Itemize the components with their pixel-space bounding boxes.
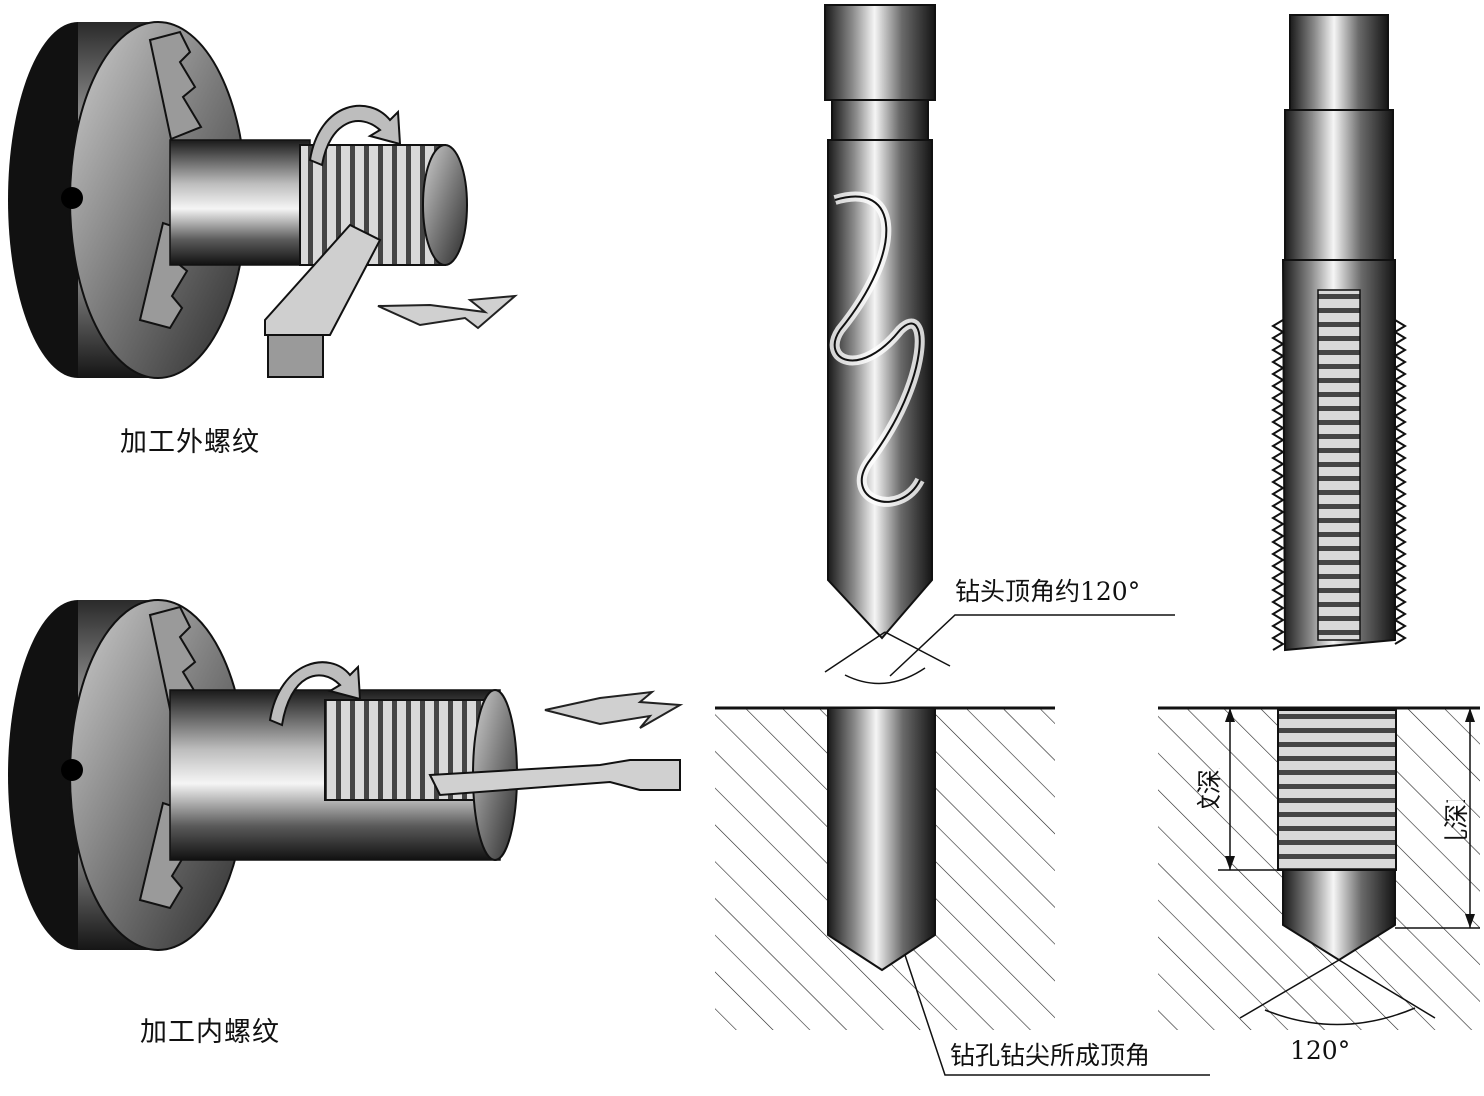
- tap-flute-threads: [1317, 289, 1361, 641]
- arrow-head: [1465, 914, 1475, 928]
- tapped-hole-section: [1158, 706, 1480, 1030]
- arrow-head: [1225, 856, 1235, 870]
- tap-teeth-right: [1393, 319, 1407, 645]
- rotation-arrow-icon: [268, 661, 362, 727]
- rotation-arrow-icon: [308, 104, 402, 167]
- label-hole-depth: 孔深H: [1442, 800, 1471, 840]
- angle-arc: [1264, 1007, 1416, 1026]
- caption-external-thread: 加工外螺纹: [120, 427, 260, 458]
- drill-shank: [824, 4, 936, 101]
- angle-line-right: [1338, 959, 1436, 1019]
- arrow-head: [1465, 708, 1475, 722]
- drill-neck: [831, 99, 929, 141]
- angle-arc: [844, 667, 926, 685]
- label-thread-depth: 螺纹深度L: [1190, 768, 1226, 808]
- leader-line: [904, 954, 1210, 1076]
- tap-shank: [1284, 109, 1394, 261]
- arrow-head: [1225, 708, 1235, 722]
- feed-arrow-icon: [544, 690, 684, 729]
- drilled-hole-section: [715, 706, 1210, 1076]
- feed-arrow-icon: [377, 294, 518, 330]
- thread-tap: [1271, 14, 1407, 652]
- workpiece-shaft: [169, 139, 311, 266]
- label-tapped-angle: 120°: [1290, 1036, 1351, 1065]
- tap-teeth-left: [1271, 319, 1285, 651]
- label-drill-point-angle: 钻孔钻尖所成顶角: [950, 1041, 1151, 1070]
- angle-line-left: [824, 631, 886, 673]
- tapped-thread: [1277, 709, 1397, 871]
- hole-bottom: [1282, 869, 1396, 962]
- chuck-jaw-top: [148, 30, 203, 141]
- tool-shank: [267, 334, 324, 378]
- angle-line-right: [884, 631, 951, 667]
- boring-bar-tool: [428, 759, 681, 797]
- drilled-hole: [827, 707, 936, 972]
- label-drill-tip-angle: 钻头顶角约120°: [955, 577, 1141, 606]
- chuck-key-hole: [61, 759, 83, 781]
- twist-drill: [824, 4, 1175, 685]
- drill-flute-edge: [833, 195, 921, 503]
- leader-line: [889, 614, 1175, 677]
- angle-line-left: [1239, 959, 1340, 1019]
- shaft-end: [422, 144, 468, 266]
- chuck-key-hole: [61, 187, 83, 209]
- lathe-external-thread: [8, 21, 518, 379]
- tap-square: [1289, 14, 1389, 111]
- caption-internal-thread: 加工内螺纹: [140, 1017, 280, 1048]
- lathe-internal-thread: [8, 599, 684, 951]
- drill-body: [827, 139, 933, 640]
